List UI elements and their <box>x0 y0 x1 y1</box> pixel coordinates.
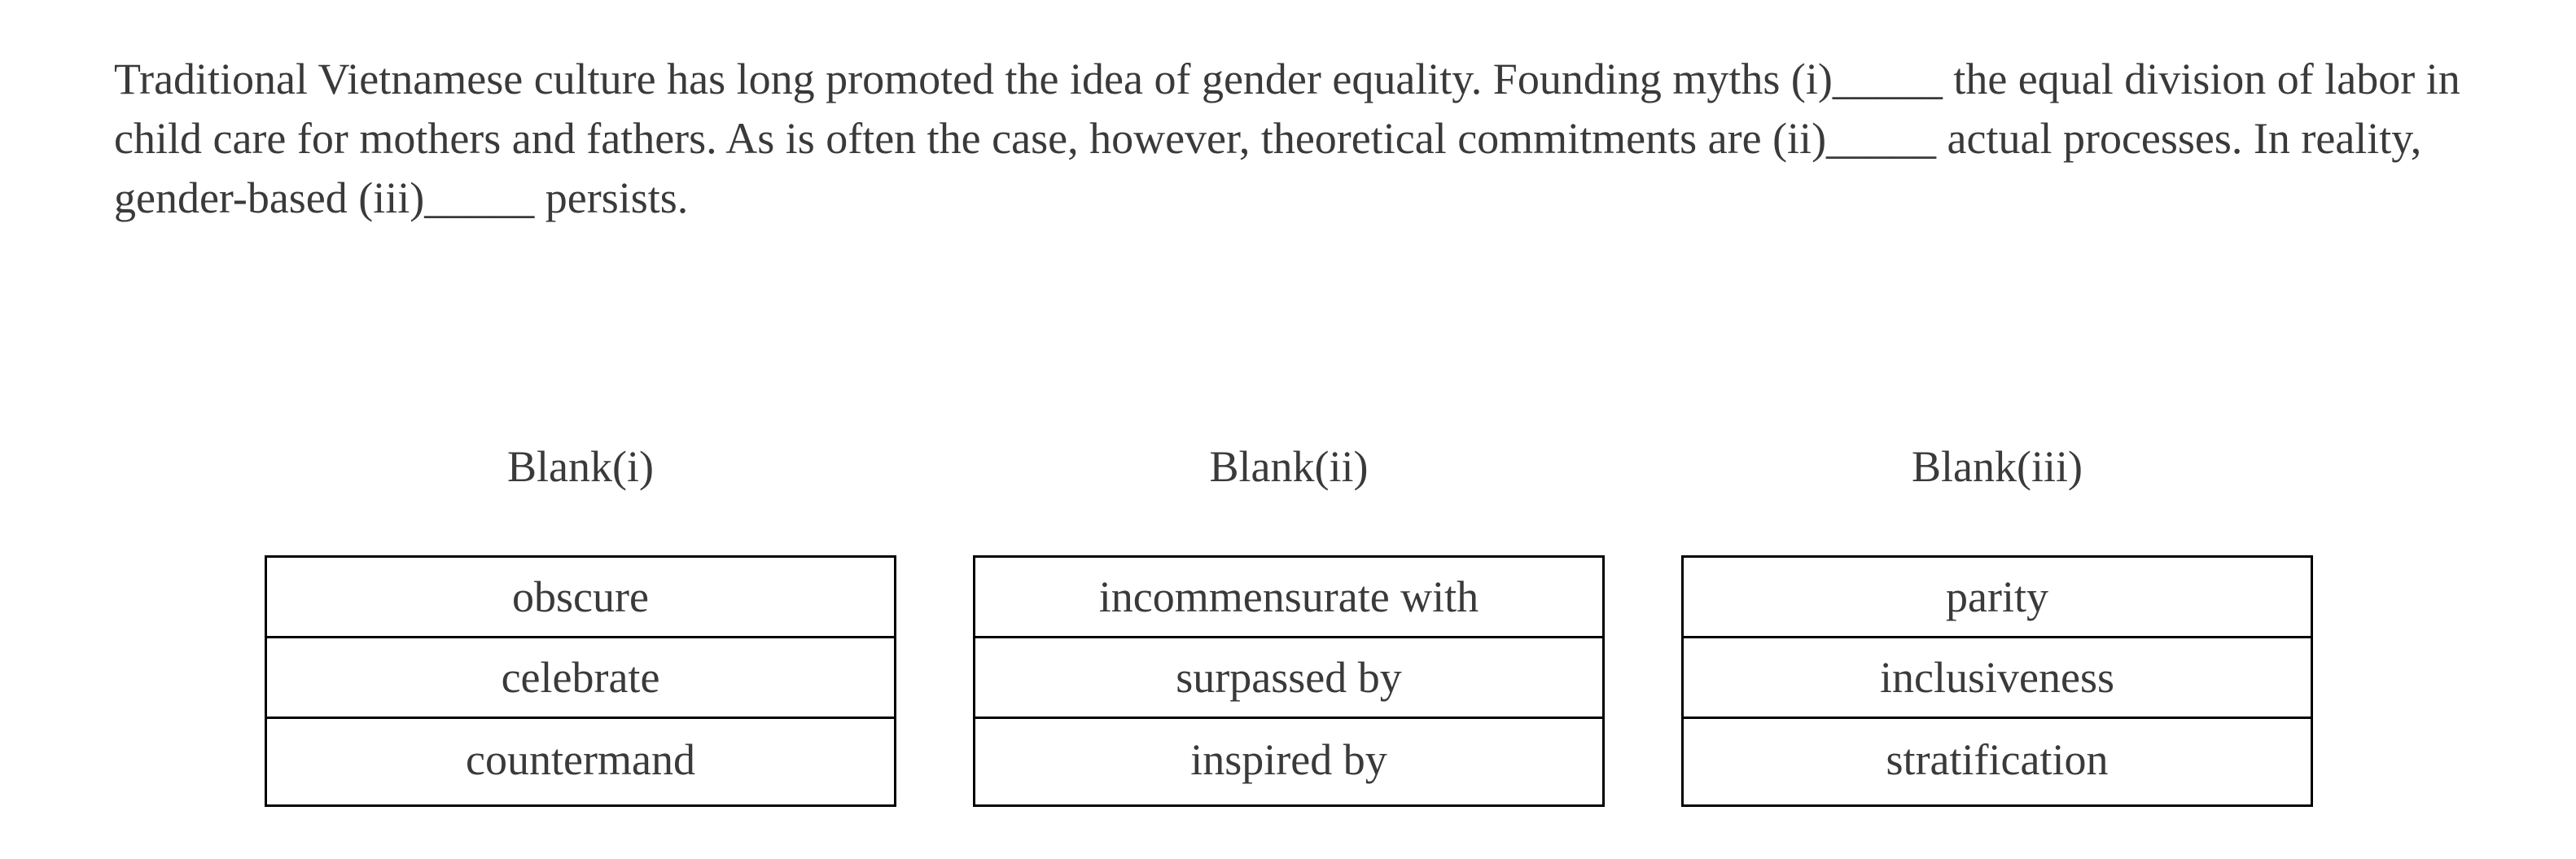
blank-i-header: Blank(i) <box>507 442 654 491</box>
passage-line-2-pre: child care for mothers and fathers. As i… <box>114 114 1827 163</box>
passage-line-3: gender-based (iii)_____ persists. <box>114 169 2460 228</box>
passage-line-1-post: the equal division of labor in <box>1942 55 2460 103</box>
passage-line-2: child care for mothers and fathers. As i… <box>114 109 2460 169</box>
passage-line-1: Traditional Vietnamese culture has long … <box>114 50 2460 109</box>
blank-ii-option-1[interactable]: incommensurate with <box>975 558 1602 638</box>
blank-iii-inline: _____ <box>424 173 535 222</box>
blank-iii-option-1[interactable]: parity <box>1684 558 2311 638</box>
passage-line-3-post: persists. <box>534 173 689 222</box>
blank-i-inline: _____ <box>1832 55 1943 103</box>
blank-iii-options-table: parity inclusiveness stratification <box>1681 555 2313 807</box>
passage-text-block: Traditional Vietnamese culture has long … <box>114 50 2460 228</box>
blank-ii-option-3[interactable]: inspired by <box>1190 734 1387 784</box>
blank-i-option-3[interactable]: countermand <box>466 734 695 784</box>
blank-ii-option-2[interactable]: surpassed by <box>975 638 1602 719</box>
blank-ii-options-table: incommensurate with surpassed by inspire… <box>973 555 1605 807</box>
blank-iii-option-3[interactable]: stratification <box>1886 734 2109 784</box>
blank-iii-header: Blank(iii) <box>1912 442 2083 491</box>
blank-ii-header: Blank(ii) <box>1209 442 1369 491</box>
blank-i-option-1[interactable]: obscure <box>267 558 894 638</box>
blank-iii-option-2[interactable]: inclusiveness <box>1684 638 2311 719</box>
blank-ii-inline: _____ <box>1826 114 1937 163</box>
blank-i-options-table: obscure celebrate countermand <box>265 555 896 807</box>
passage-line-3-pre: gender-based (iii) <box>114 173 425 222</box>
passage-line-1-pre: Traditional Vietnamese culture has long … <box>114 55 1833 103</box>
blank-i-option-2[interactable]: celebrate <box>267 638 894 719</box>
passage-line-2-post: actual processes. In reality, <box>1936 114 2422 163</box>
